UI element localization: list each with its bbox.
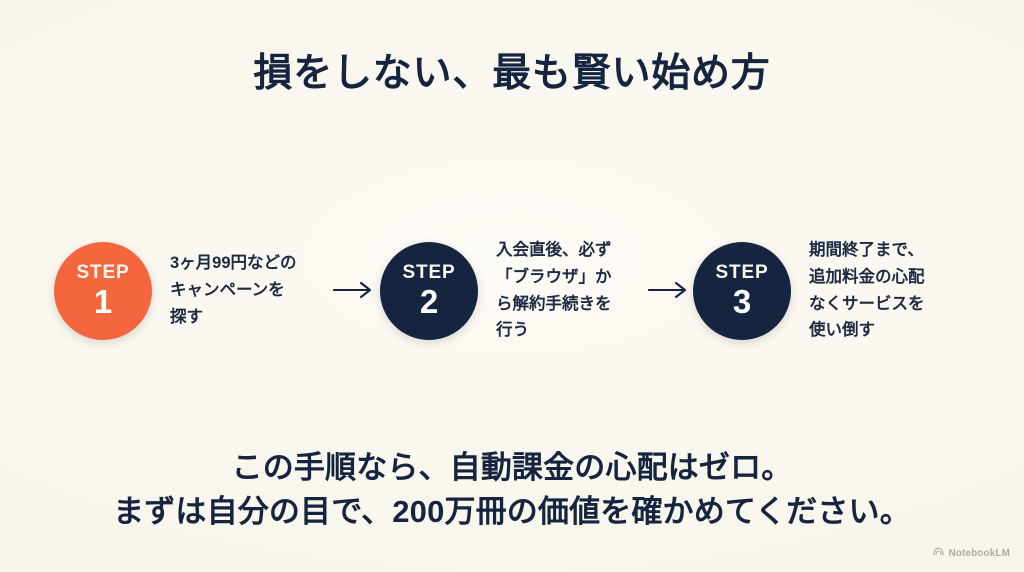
step-badge-word-3: STEP	[715, 262, 769, 283]
step-description-3: 期間終了まで、 追加料金の心配 なくサービスを 使い倒す	[809, 241, 925, 340]
step-badge-2: STEP 2	[380, 241, 478, 340]
step-group-2: STEP 2 入会直後、必ず 「ブラウザ」か ら解約手続きを 行う	[380, 218, 612, 363]
closing-message-line-1: この手順なら、自動課金の心配はゼロ。	[231, 450, 793, 485]
watermark: NotebookLM	[933, 544, 1010, 562]
page-title: 損をしない、最も賢い始め方	[253, 52, 771, 95]
step-description-2: 入会直後、必ず 「ブラウザ」か ら解約手続きを 行う	[496, 241, 612, 340]
step-description-1: 3ヶ月99円などの キャンペーンを 探す	[170, 254, 297, 326]
flow-arrow-1-icon	[333, 278, 377, 302]
step-badge-3: STEP 3	[693, 241, 791, 340]
notebooklm-icon	[933, 544, 945, 562]
step-badge-number-1: 1	[93, 283, 113, 320]
watermark-label: NotebookLM	[948, 547, 1010, 559]
step-badge-number-3: 3	[732, 283, 752, 320]
step-group-1: STEP 1 3ヶ月99円などの キャンペーンを 探す	[54, 218, 297, 363]
step-badge-word-1: STEP	[76, 262, 130, 283]
closing-message: この手順なら、自動課金の心配はゼロ。 まずは自分の目で、200万冊の価値を確かめ…	[0, 446, 1024, 534]
step-group-3: STEP 3 期間終了まで、 追加料金の心配 なくサービスを 使い倒す	[693, 218, 925, 363]
step-badge-1: STEP 1	[54, 241, 152, 340]
step-flow: STEP 1 3ヶ月99円などの キャンペーンを 探す STEP 2 入会直後、…	[0, 218, 1024, 363]
flow-arrow-2-icon	[648, 278, 692, 302]
closing-message-line-2: まずは自分の目で、200万冊の価値を確かめてください。	[113, 494, 911, 530]
step-badge-word-2: STEP	[402, 262, 456, 283]
step-badge-number-2: 2	[419, 283, 439, 320]
